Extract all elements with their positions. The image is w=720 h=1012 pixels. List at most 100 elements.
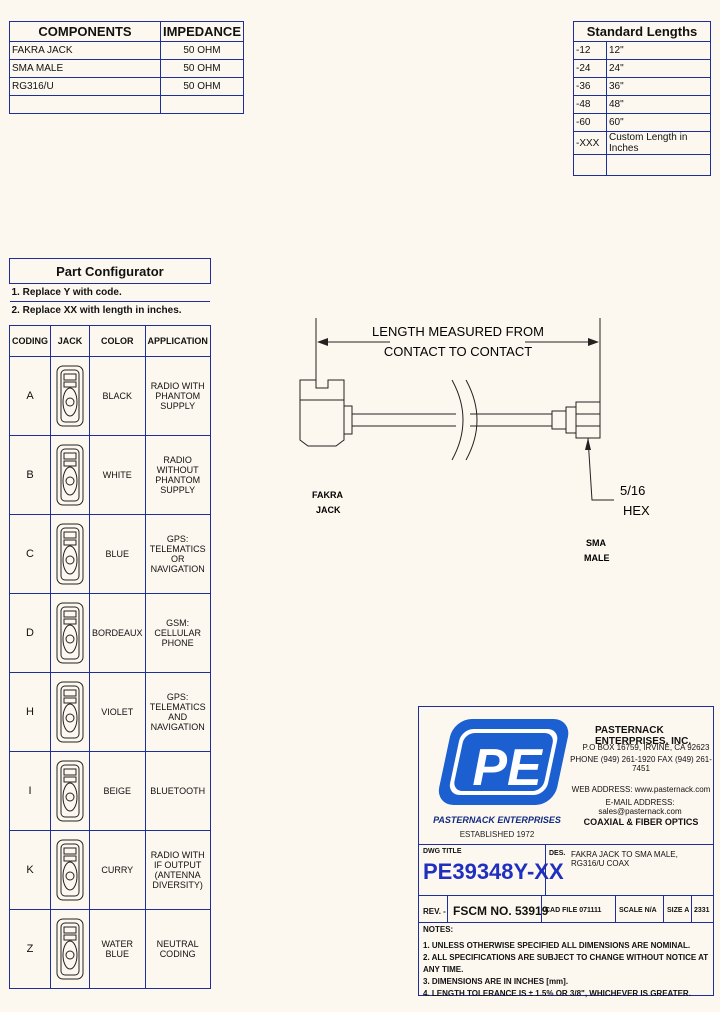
length-label-line2: CONTACT TO CONTACT [384,344,532,359]
fakra-jack-icon [56,602,84,664]
table-row: SMA MALE 50 OHM [9,59,245,78]
length-label-line1: LENGTH MEASURED FROM [372,324,544,339]
length-value: 12" [606,41,711,60]
note-item: 2. ALL SPECIFICATIONS ARE SUBJECT TO CHA… [423,953,709,974]
web-address: WEB ADDRESS: www.pasternack.com [571,785,711,794]
coding-cell: H [9,672,51,752]
length-code: -24 [573,59,607,78]
length-code: -XXX [573,131,607,155]
length-value: 48" [606,95,711,114]
coding-cell: K [9,830,51,910]
jack-cell [50,751,90,831]
application-header: APPLICATION [144,325,211,357]
components-header: COMPONENTS [9,21,161,42]
table-row [9,95,245,114]
size: SIZE A [667,907,690,914]
component-impedance: 50 OHM [159,77,245,96]
component-name: SMA MALE [9,59,161,78]
fakra-jack-icon [56,760,84,822]
color-header: COLOR [89,325,146,357]
sma-label: SMA [586,538,607,548]
length-value: 36" [606,77,711,96]
scale: SCALE N/A [619,907,657,914]
jack-cell [50,514,90,594]
impedance-header: IMPEDANCE [159,21,245,42]
tagline: COAXIAL & FIBER OPTICS [583,817,699,827]
revision: REV. - [423,907,446,916]
note-item: 3. DIMENSIONS ARE IN INCHES [mm]. [423,977,569,986]
fakra-jack-icon [56,839,84,901]
title-block: PE PASTERNACK ENTERPRISES ESTABLISHED 19… [418,706,714,998]
fakra-jack-icon [56,918,84,980]
address: P.O BOX 16759, IRVINE, CA 92623 [582,743,710,752]
application-cell: RADIO WITH IF OUTPUT (ANTENNA DIVERSITY) [144,830,211,910]
jack-cell [50,435,90,515]
notes-list: 1. UNLESS OTHERWISE SPECIFIED ALL DIMENS… [423,940,713,1000]
table-row [573,154,711,176]
component-impedance: 50 OHM [159,41,245,60]
coding-cell: I [9,751,51,831]
application-cell: GPS: TELEMATICS OR NAVIGATION [144,514,211,594]
email-address: E-MAIL ADDRESS: sales@pasternack.com [598,798,682,816]
component-name: RG316/U [9,77,161,96]
fakra-jack-icon [56,365,84,427]
table-row: RG316/U 50 OHM [9,77,245,96]
sma-connector [551,401,601,439]
part-configurator-title: Part Configurator [9,258,211,284]
dwg-title-label: DWG TITLE [423,848,462,855]
description: FAKRA JACK TO SMA MALE, RG316/U COAX [571,850,678,868]
logo-name: PASTERNACK ENTERPRISES [433,815,561,825]
fakra-jack-icon [56,523,84,585]
fakra-jack-icon [56,444,84,506]
coding-cell: C [9,514,51,594]
fakra-label-line2: JACK [316,505,341,515]
company-name: PASTERNACK ENTERPRISES, INC. [595,725,692,747]
logo-letters: PE [472,739,543,797]
length-code: -60 [573,113,607,132]
fakra-jack-icon [56,681,84,743]
hex-label: HEX [623,503,650,518]
application-cell: NEUTRAL CODING [144,909,211,989]
sheet-number: 2331 [694,907,710,914]
hex-size-label: 5/16 [620,483,645,498]
application-cell: GSM: CELLULAR PHONE [144,593,211,673]
jack-header: JACK [50,325,90,357]
color-cell: WHITE [89,435,146,515]
standard-lengths-title: Standard Lengths [573,21,711,42]
notes-label: NOTES: [423,925,454,934]
fakra-label: FAKRA [312,490,343,500]
established: ESTABLISHED 1972 [460,830,535,839]
phone-fax: PHONE (949) 261-1920 FAX (949) 261-7451 [570,755,712,773]
jack-cell [50,593,90,673]
application-cell: BLUETOOTH [144,751,211,831]
coding-cell: D [9,593,51,673]
coding-cell: B [9,435,51,515]
color-cell: BEIGE [89,751,146,831]
cable-drawing: LENGTH MEASURED FROM CONTACT TO CONTACT … [299,318,650,563]
pe-logo: PE PASTERNACK ENTERPRISES ESTABLISHED 19… [433,719,569,839]
note-item: 1. UNLESS OTHERWISE SPECIFIED ALL DIMENS… [423,941,691,950]
color-cell: BORDEAUX [89,593,146,673]
length-value: 60" [606,113,711,132]
table-row: FAKRA JACK 50 OHM [9,41,245,60]
coding-header: CODING [9,325,51,357]
color-cell: VIOLET [89,672,146,752]
jack-cell [50,672,90,752]
color-cell: WATER BLUE [89,909,146,989]
length-code: -36 [573,77,607,96]
component-name: FAKRA JACK [9,41,161,60]
color-cell: CURRY [89,830,146,910]
length-value: Custom Length in Inches [606,131,711,155]
note-item: 4. LENGTH TOLERANCE IS ± 1.5% OR 3/8", W… [423,989,691,998]
